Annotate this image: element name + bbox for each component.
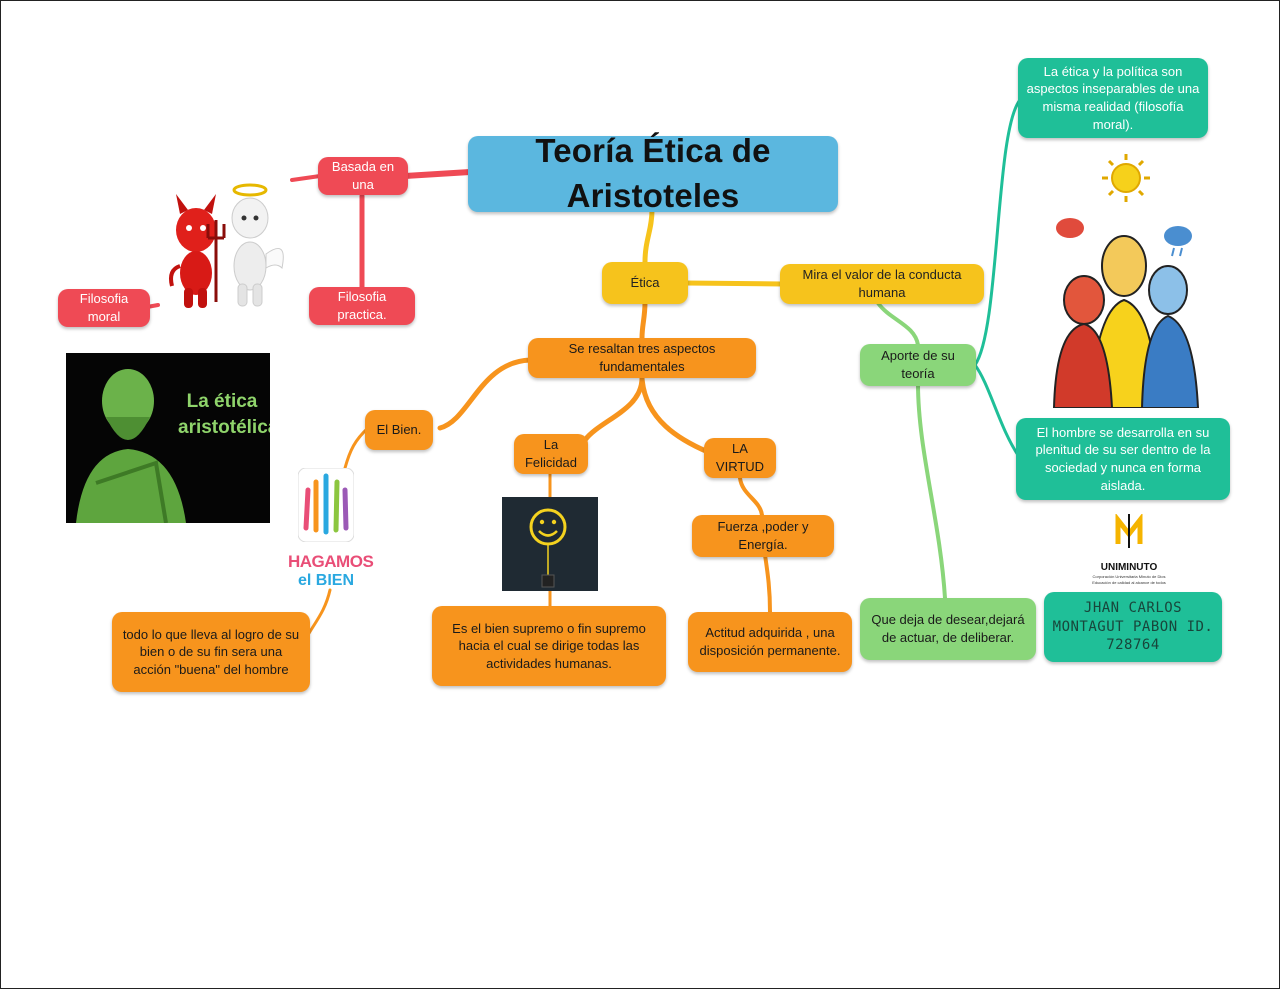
node-el-bien[interactable]: El Bien. bbox=[365, 410, 433, 450]
node-filosofia-practica[interactable]: Filosofia practica. bbox=[309, 287, 415, 325]
node-filosofia-moral[interactable]: Filosofia moral bbox=[58, 289, 150, 327]
aristotle-bust-icon bbox=[76, 369, 186, 523]
md-logo-icon bbox=[1115, 514, 1143, 548]
node-que-deja-de-desear[interactable]: Que deja de desear,dejará de actuar, de … bbox=[860, 598, 1036, 660]
aristotle-caption: La ética aristotélica bbox=[178, 391, 270, 438]
uniminuto-subtext-2: Educación de calidad al alcance de todos bbox=[1092, 580, 1166, 585]
uniminuto-subtext: Corporación Universitaria Minuto de Dios bbox=[1092, 574, 1166, 579]
uniminuto-text: UNIMINUTO bbox=[1100, 562, 1158, 573]
node-actitud-adquirida[interactable]: Actitud adquirida , una disposición perm… bbox=[688, 612, 852, 672]
node-mira-valor[interactable]: Mira el valor de la conducta humana bbox=[780, 264, 984, 304]
el-bien-text: el BIEN bbox=[297, 572, 354, 589]
node-etica[interactable]: Ética bbox=[602, 262, 688, 304]
smiley-face-icon bbox=[502, 497, 598, 591]
aristotle-image: La ética aristotélica bbox=[66, 353, 270, 523]
node-etica-politica[interactable]: La ética y la política son aspectos inse… bbox=[1018, 58, 1208, 138]
node-fuerza-poder-energia[interactable]: Fuerza ,poder y Energía. bbox=[692, 515, 834, 557]
colorful-hands-icon bbox=[298, 468, 354, 542]
node-es-el-bien-supremo[interactable]: Es el bien supremo o fin supremo hacia e… bbox=[432, 606, 666, 686]
node-la-virtud[interactable]: LA VIRTUD bbox=[704, 438, 776, 478]
uniminuto-logo: UNIMINUTO Corporación Universitaria Minu… bbox=[1086, 514, 1172, 586]
node-hombre-se-desarrolla[interactable]: El hombre se desarrolla en su plenitud d… bbox=[1016, 418, 1230, 500]
people-emotions-icon bbox=[1052, 154, 1200, 408]
node-autor-firma[interactable]: JHAN CARLOS MONTAGUT PABON ID. 728764 bbox=[1044, 592, 1222, 662]
node-todo-lo-que-lleva[interactable]: todo lo que lleva al logro de su bien o … bbox=[112, 612, 310, 692]
devil-angel-icon bbox=[169, 183, 284, 308]
hagamos-el-bien-logo: HAGAMOS el BIEN bbox=[288, 468, 374, 592]
node-basada-en-una[interactable]: Basada en una bbox=[318, 157, 408, 195]
node-aporte-teoria[interactable]: Aporte de su teoría bbox=[860, 344, 976, 386]
node-se-resaltan[interactable]: Se resaltan tres aspectos fundamentales bbox=[528, 338, 756, 378]
central-title[interactable]: Teoría Ética de Aristoteles bbox=[468, 132, 838, 214]
node-la-felicidad[interactable]: La Felicidad bbox=[514, 434, 588, 474]
hagamos-text: HAGAMOS bbox=[288, 552, 374, 571]
